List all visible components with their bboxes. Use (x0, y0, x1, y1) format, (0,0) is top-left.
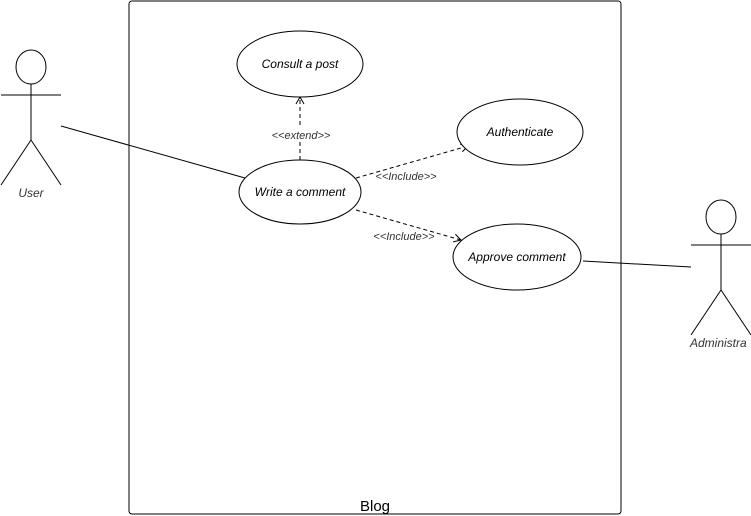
actor-administrator: Administra (689, 199, 751, 350)
association-user-write-comment (60, 125, 246, 179)
use-case-write-a-comment: Write a comment (238, 159, 362, 225)
use-case-authenticate: Authenticate (456, 98, 584, 166)
extend-label: <<extend>> (272, 130, 331, 142)
actor-administrator-label: Administra (689, 336, 747, 350)
system-boundary-label: Blog (360, 498, 390, 515)
stick-figure-icon (0, 49, 62, 186)
include-label-approve-comment: <<Include>> (373, 231, 435, 243)
use-case-consult-a-post-label: Consult a post (262, 57, 339, 71)
use-case-approve-comment: Approve comment (452, 223, 582, 291)
extend-label-bg (266, 127, 336, 142)
use-case-approve-comment-label: Approve comment (467, 250, 566, 264)
use-case-authenticate-label: Authenticate (486, 125, 554, 139)
actor-user: User (0, 49, 62, 200)
include-label-authenticate: <<Include>> (375, 171, 437, 183)
use-case-write-a-comment-label: Write a comment (255, 185, 346, 199)
include-arrow-authenticate (355, 143, 469, 179)
use-case-consult-a-post: Consult a post (236, 30, 364, 98)
association-admin-approve-comment (582, 260, 692, 268)
include-arrow-approve-comment (355, 209, 462, 243)
stick-figure-icon (690, 199, 751, 336)
actor-user-label: User (18, 186, 44, 200)
